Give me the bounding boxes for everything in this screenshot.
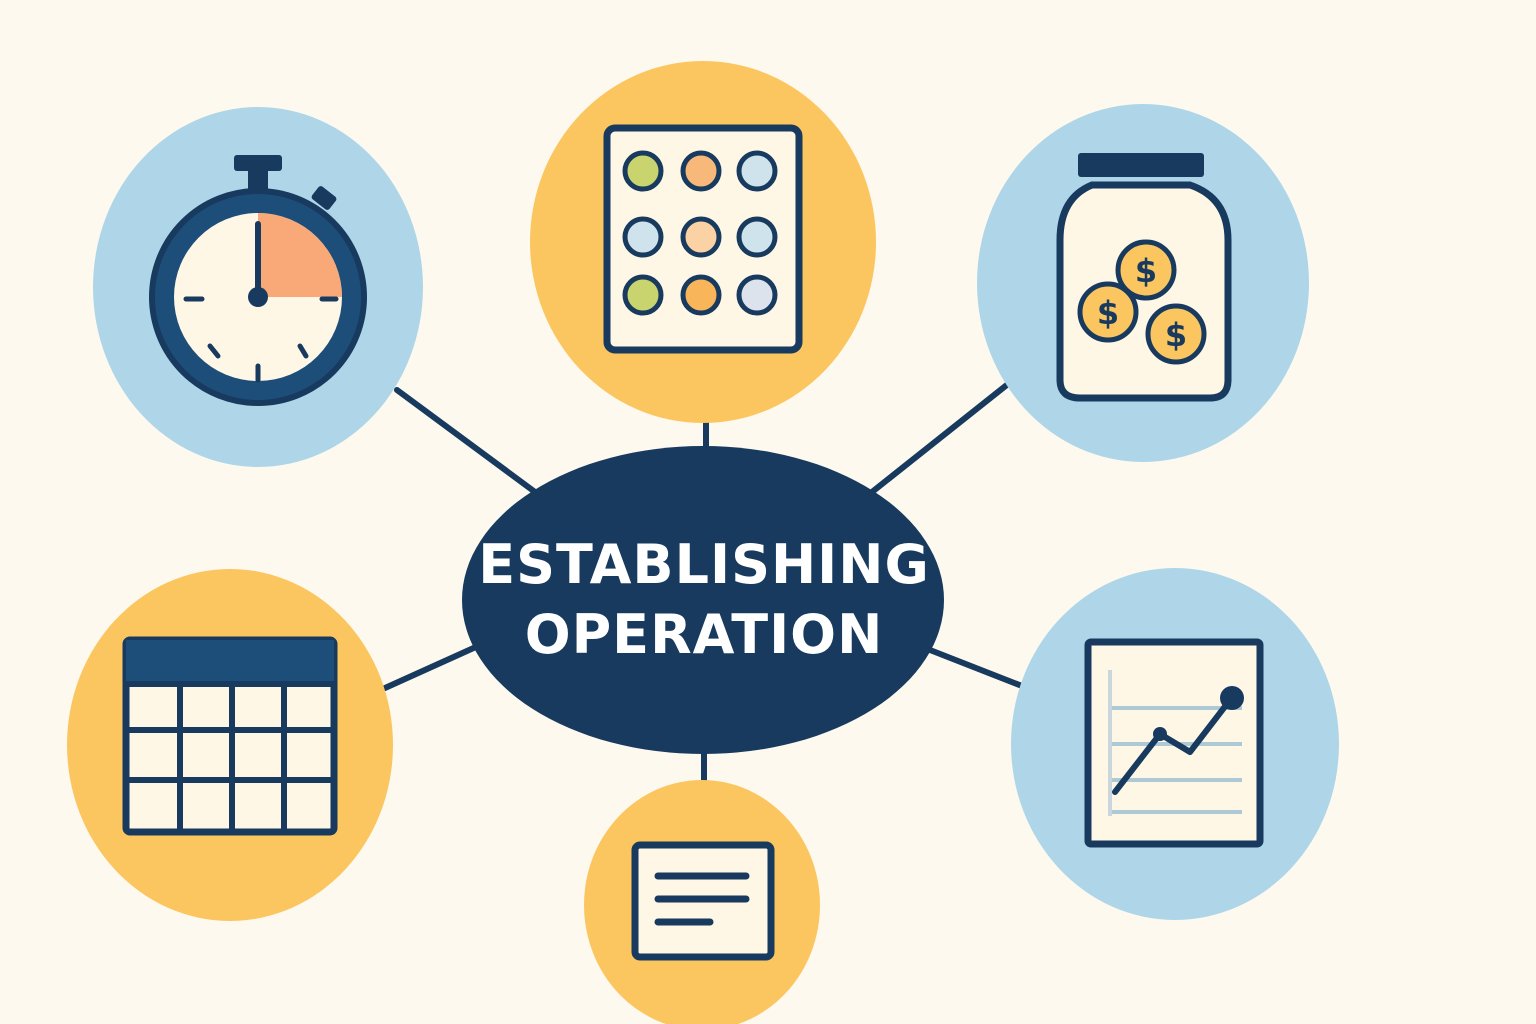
coin-symbol-1: $ [1135, 252, 1157, 290]
connector-calendar [382, 643, 481, 691]
connector-timer [394, 387, 538, 495]
center-title: ESTABLISHING OPERATION [464, 530, 944, 670]
center-hub [462, 446, 944, 754]
coin-jar-icon: $ $ $ [1056, 153, 1232, 402]
calendar-icon [122, 636, 338, 836]
center-title-line-2: OPERATION [524, 603, 884, 666]
stopwatch-icon [149, 155, 367, 406]
coin-symbol-3: $ [1165, 316, 1187, 354]
connector-growth-chart [927, 647, 1025, 689]
coin-symbol-2: $ [1097, 294, 1119, 332]
center-title-line-1: ESTABLISHING [478, 533, 930, 596]
document-icon [631, 841, 775, 961]
connector-savings-jar [869, 381, 1011, 495]
line-chart-icon [1084, 638, 1264, 848]
dot-grid-icon [603, 124, 803, 354]
